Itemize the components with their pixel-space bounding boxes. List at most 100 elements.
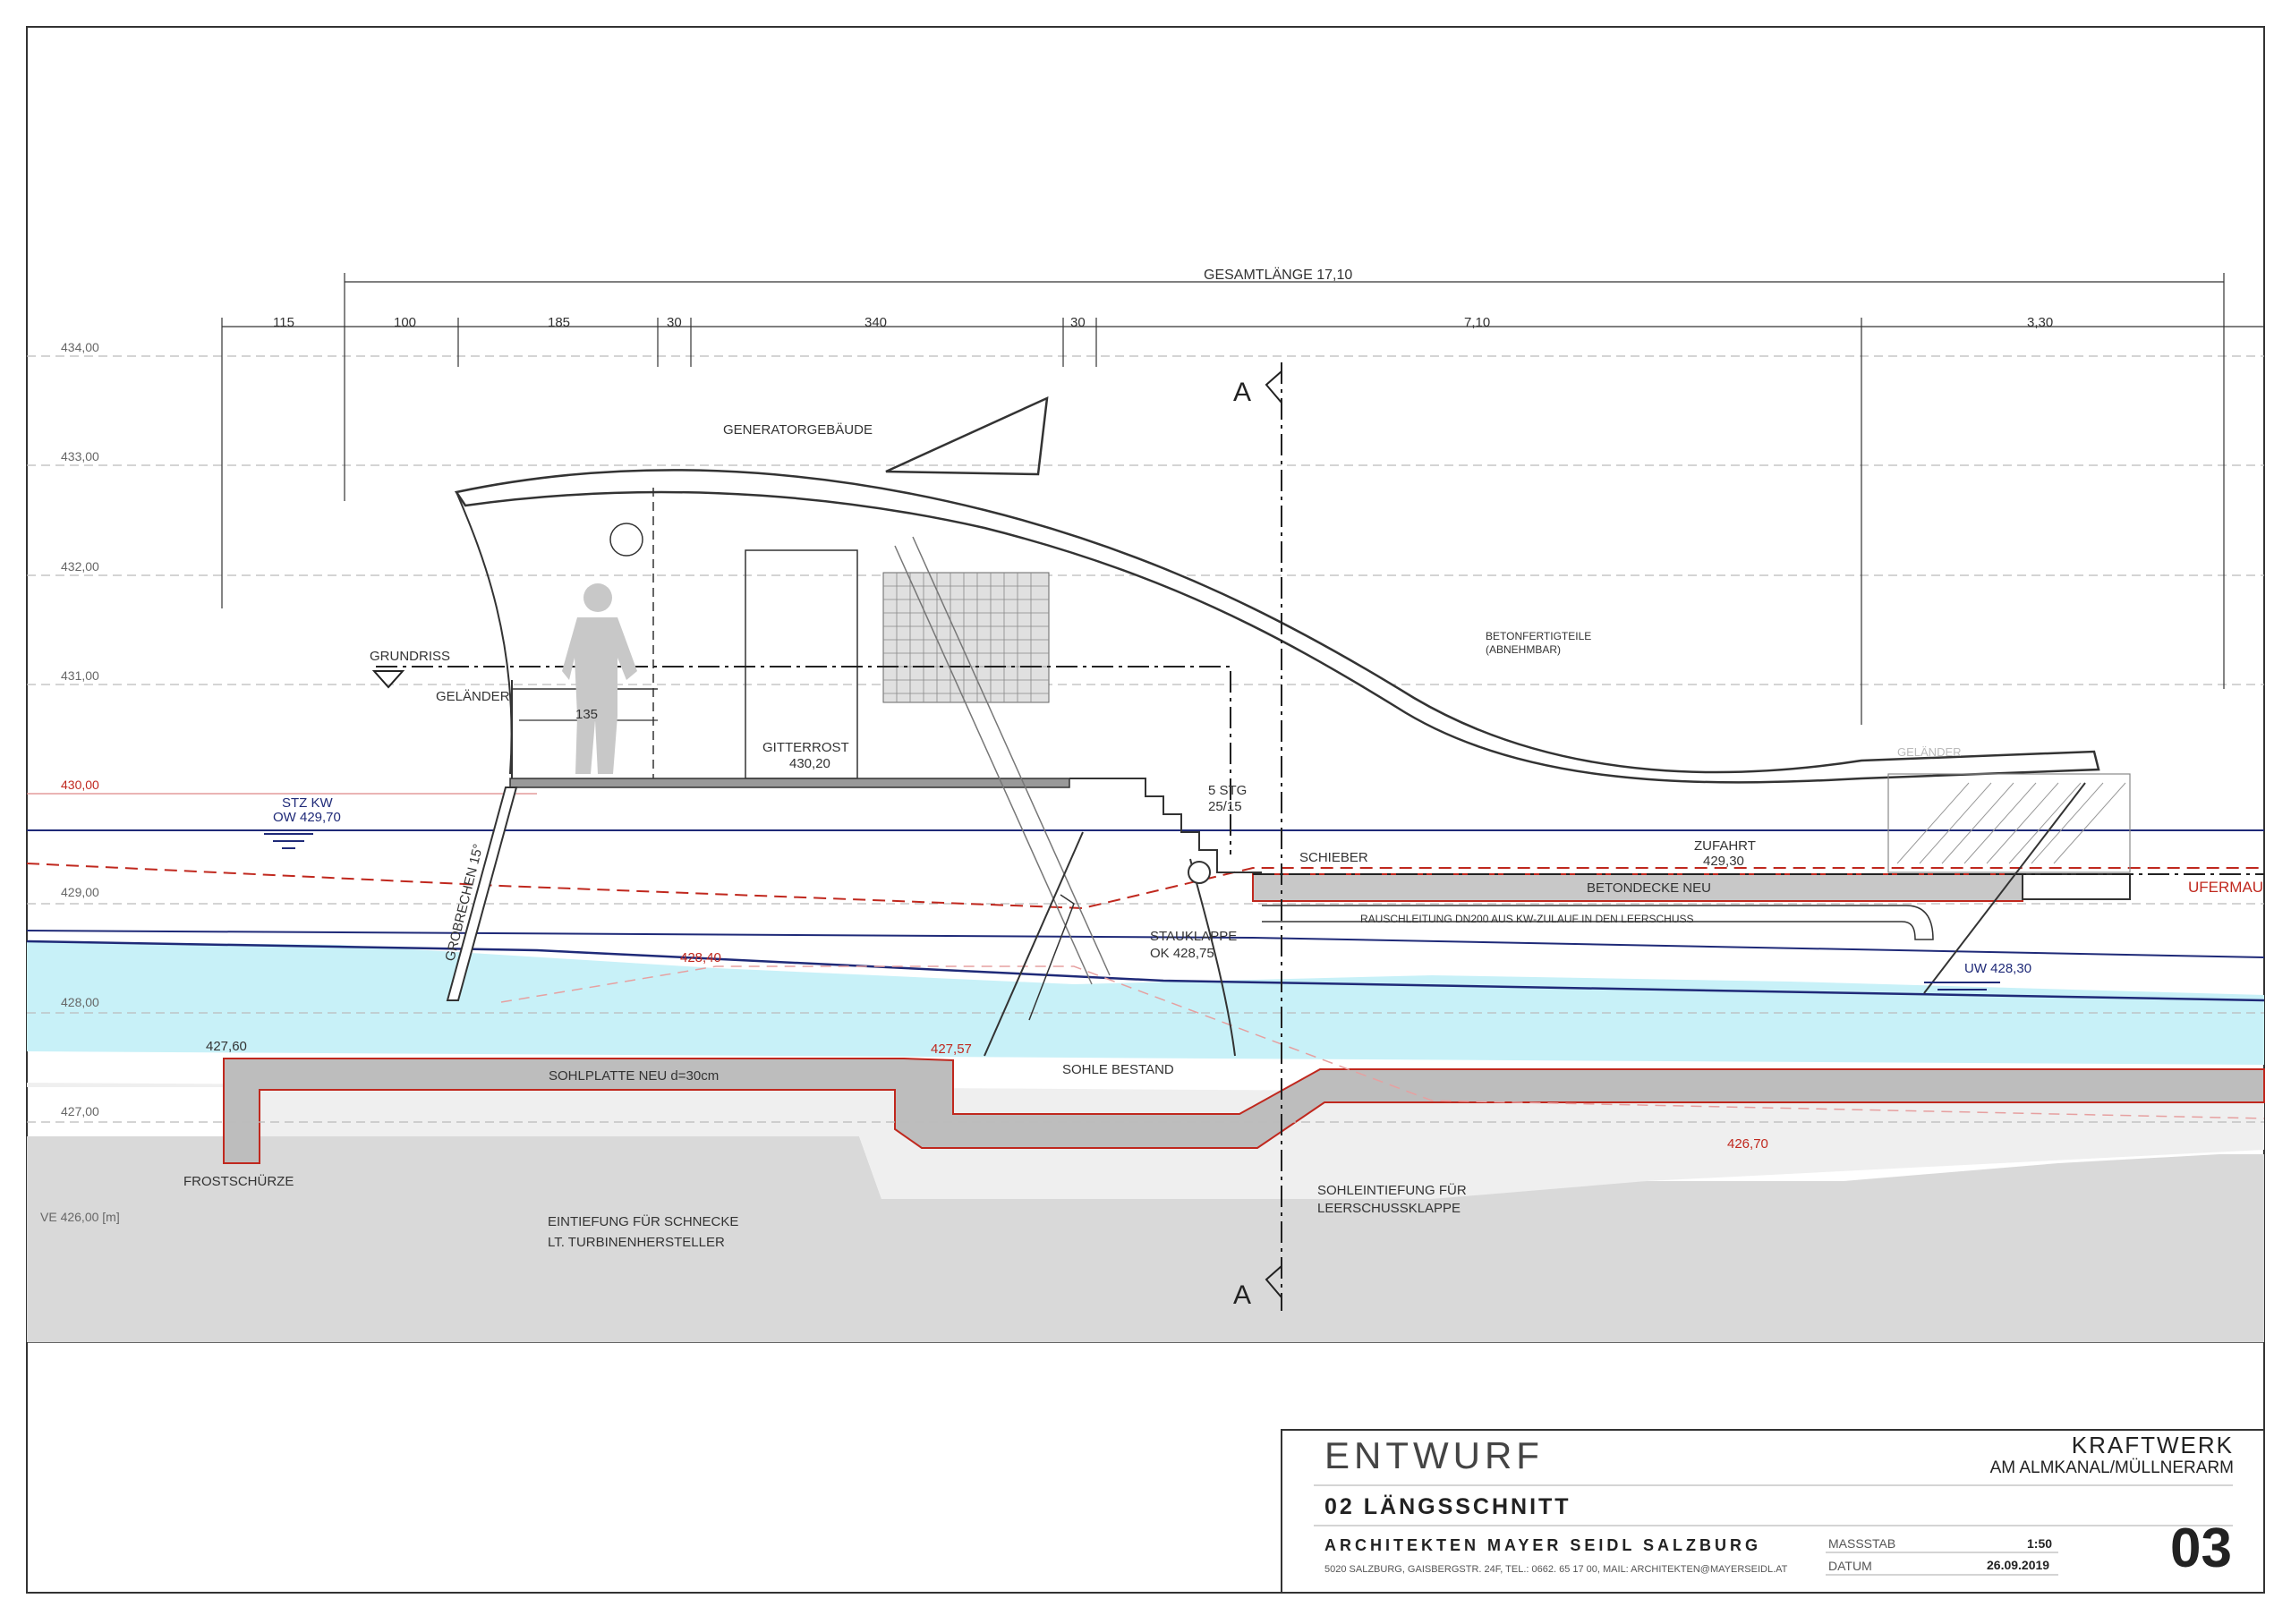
dim-30b: 30 [1070,315,1086,330]
project-line-1: KRAFTWERK [2071,1432,2234,1458]
elev-432: 432,00 [61,559,99,574]
label-stg: 5 STG [1208,783,1247,798]
elev-434: 434,00 [61,340,99,354]
screw-line-1 [894,545,1093,985]
shore-wall [1887,773,2131,873]
office-address: 5020 SALZBURG, GAISBERGSTR. 24F, TEL.: 0… [1324,1564,1788,1575]
scale-label: MASSSTAB [1828,1536,1896,1551]
label-42757: 427,57 [931,1042,972,1057]
dim-710: 7,10 [1464,315,1490,330]
shore-wall-hatch [1896,782,2126,864]
dim-340: 340 [864,315,887,330]
label-generatorgebaeude: GENERATORGEBÄUDE [723,422,873,438]
screw-shaft [984,831,1084,1057]
label-zufahrt-elev: 429,30 [1703,854,1744,869]
label-sohlplatte: SOHLPLATTE NEU d=30cm [549,1068,719,1084]
section-arrow-bottom [1265,1265,1282,1298]
soil-area [27,1136,2264,1342]
downstream-brace [1923,782,2086,994]
dim-185: 185 [548,315,570,330]
person-silhouette [562,583,637,774]
scale-value: 1:50 [2027,1536,2053,1551]
label-gelaender: GELÄNDER [436,689,510,704]
water-line-lower [26,940,2265,1002]
label-sohle-bestand: SOHLE BESTAND [1062,1062,1174,1077]
status-label: ENTWURF [1324,1434,1544,1476]
roof-fin [885,395,1049,476]
dim-330: 3,30 [2027,315,2053,330]
date-label: DATUM [1828,1559,1872,1573]
elev-431: 431,00 [61,668,99,683]
elevation-lines [27,355,2264,1123]
label-42670: 426,70 [1727,1136,1768,1152]
label-stz: STZ KW [282,795,334,811]
label-135: 135 [575,707,598,722]
plan-cut-line [376,666,1231,855]
elev-428: 428,00 [61,995,99,1009]
label-betonfertigteile-2: (ABNEHMBAR) [1486,643,1561,656]
label-eintiefung-1: EINTIEFUNG FÜR SCHNECKE [548,1213,738,1229]
red-dashed-line [26,863,2264,910]
label-betondecke: BETONDECKE NEU [1587,880,1711,896]
label-42840: 428,40 [680,950,721,965]
section-marker-top: A [1233,378,1251,407]
flap-hinge [1188,861,1211,884]
porthole-window [609,523,643,557]
label-schieber: SCHIEBER [1299,850,1368,865]
label-stauklappe: STAUKLAPPE [1150,929,1237,944]
label-stg-size: 25/15 [1208,799,1242,814]
screw-frame [1028,894,1075,1021]
dim-100: 100 [394,315,416,330]
drawing-title: 02 LÄNGSSCHNITT [1324,1494,1571,1519]
label-gitterrost: GITTERROST [762,740,849,755]
date-value: 26.09.2019 [1987,1558,2050,1572]
elev-433: 433,00 [61,449,99,463]
label-gitterrost-elev: 430,20 [789,756,830,771]
tailwater-marker [1924,982,2000,991]
screw-line-2 [912,536,1111,976]
label-grundriss: GRUNDRISS [370,649,450,664]
dim-115: 115 [273,315,294,330]
total-length-label: GESAMTLÄNGE 17,10 [1204,267,1352,283]
elev-427: 427,00 [61,1104,99,1118]
label-eintiefung-2: LT. TURBINENHERSTELLER [548,1235,725,1250]
label-stauklappe-ok: OK 428,75 [1150,946,1214,961]
plan-cut-marker [371,670,405,689]
sheet-number: 03 [2170,1518,2232,1579]
grating-panel [882,572,1050,703]
deck-end-block [2022,873,2131,900]
elev-429: 429,00 [61,885,99,899]
section-marker-bottom: A [1233,1280,1251,1310]
office-name: ARCHITEKTEN MAYER SEIDL SALZBURG [1324,1536,1762,1554]
label-42760: 427,60 [206,1039,247,1054]
headwater-marker [264,833,313,849]
existing-ground-dashed [500,965,2265,1119]
label-gelaender-right: GELÄNDER [1897,745,1962,759]
label-sohleintiefung-2: LEERSCHUSSKLAPPE [1317,1201,1461,1216]
coarse-screen [446,786,518,1001]
platform-floor [509,778,1070,788]
section-arrow-top [1265,370,1282,404]
label-betonfertigteile-1: BETONFERTIGTEILE [1486,630,1591,642]
sole-plate [223,1058,2265,1164]
label-rauschleitung: RAUSCHLEITUNG DN200 AUS KW-ZULAUF IN DEN… [1360,913,1694,925]
front-wall [456,491,513,775]
elev-426: VE 426,00 [m] [40,1210,120,1224]
dimension-chain [221,273,2264,725]
label-ufermauer: UFERMAU [2188,879,2263,896]
concrete-deck [1252,873,2023,902]
label-zufahrt: ZUFAHRT [1694,838,1756,854]
label-uw: UW 428,30 [1964,961,2031,976]
stairs [1069,778,1262,873]
pipe [1262,905,1934,940]
label-ow: OW 429,70 [273,810,341,825]
roof-curve [454,469,2100,784]
sheet-border [26,26,2265,1594]
label-sohleintiefung-1: SOHLEINTIEFUNG FÜR [1317,1182,1467,1198]
elev-430: 430,00 [61,778,99,792]
water-area [27,941,2264,1065]
dim-30a: 30 [667,315,682,330]
water-line-upper [26,930,2265,958]
